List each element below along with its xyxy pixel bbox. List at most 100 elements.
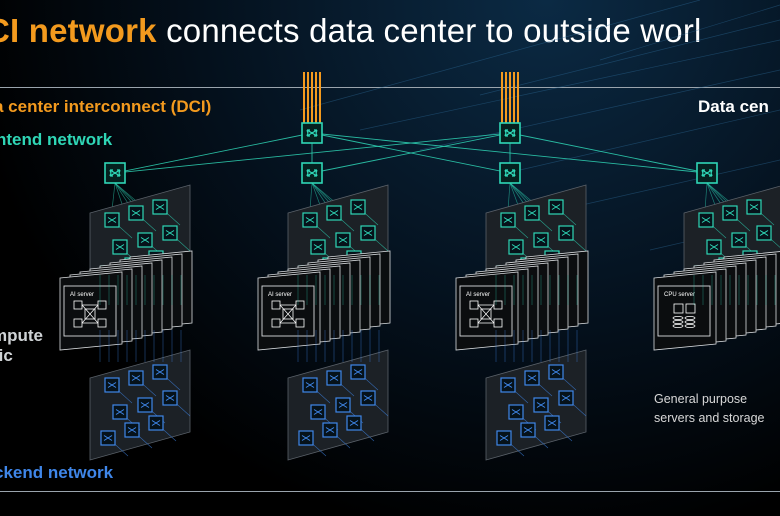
pod: CPU server — [653, 185, 780, 351]
server-type-label: CPU server — [664, 292, 695, 298]
backend-switch-icon — [162, 390, 178, 406]
backend-switch-icon — [137, 397, 153, 413]
title-rest: connects data center to outside worl — [156, 12, 702, 49]
frontend-link — [509, 132, 708, 174]
compute-fabric-label: mpute ric — [0, 326, 43, 366]
background-streak — [479, 19, 780, 96]
frontend-switch-icon — [706, 239, 722, 255]
backend-switch-icon — [152, 364, 168, 380]
frontend-switch-icon — [360, 225, 376, 241]
frontend-switch-icon — [746, 199, 762, 215]
leaf-pod-link — [309, 182, 313, 211]
background-streak — [599, 4, 780, 61]
ai-server-icon: AI server — [63, 285, 117, 337]
pod: AI server — [257, 184, 391, 461]
backend-switch-icon — [558, 390, 574, 406]
background-streak — [559, 159, 780, 211]
top-divider — [0, 87, 780, 88]
leaf-pod-link — [704, 182, 708, 211]
general-purpose-label: General purpose servers and storage — [654, 390, 764, 428]
frontend-switch-icon — [524, 205, 540, 221]
backend-switch-icon — [508, 404, 524, 420]
frontend-switch-icon — [548, 199, 564, 215]
frontend-switch-icon — [558, 225, 574, 241]
frontend-link — [114, 132, 313, 174]
backend-network-label: ckend network — [0, 463, 114, 482]
backend-switch-icon — [360, 390, 376, 406]
frontend-link — [114, 132, 511, 174]
leaf-pod-link — [507, 182, 511, 211]
leaf-switch-icon — [696, 162, 718, 184]
dci-label: a center interconnect (DCI) — [0, 97, 212, 116]
server-type-label: AI server — [70, 292, 94, 298]
frontend-switch-icon — [326, 205, 342, 221]
background-streak — [519, 109, 780, 171]
frontend-switch-icon — [162, 225, 178, 241]
pod: AI server — [455, 184, 589, 461]
frontend-link — [311, 132, 708, 174]
backend-switch-icon — [496, 430, 512, 446]
pod: AI server — [59, 184, 193, 461]
backend-switch-icon — [335, 397, 351, 413]
cpu-server-icon: CPU server — [657, 285, 711, 337]
background-streak — [299, 0, 701, 111]
backend-switch-icon — [500, 377, 516, 393]
slide-title: CI network connects data center to outsi… — [0, 12, 702, 50]
leaf-switch-icon — [301, 162, 323, 184]
frontend-switch-icon — [756, 225, 772, 241]
backend-switch-icon — [350, 364, 366, 380]
server-type-label: AI server — [268, 292, 292, 298]
backend-switch-icon — [548, 364, 564, 380]
leaf-switch-icon — [499, 162, 521, 184]
frontend-switch-icon — [533, 232, 549, 248]
frontend-switch-icon — [350, 199, 366, 215]
background-streak — [359, 39, 780, 131]
backend-switch-icon — [104, 377, 120, 393]
spine-switch-icon — [301, 122, 323, 144]
ai-server-icon: AI server — [459, 285, 513, 337]
frontend-switch-icon — [152, 199, 168, 215]
backend-switch-icon — [326, 370, 342, 386]
frontend-switch-icon — [722, 205, 738, 221]
bottom-divider — [0, 491, 780, 492]
dci-uplink-bundle — [501, 72, 519, 124]
frontend-switch-icon — [731, 232, 747, 248]
frontend-switch-icon — [112, 239, 128, 255]
frontend-switch-icon — [508, 239, 524, 255]
compute-fabric-line1: mpute — [0, 326, 43, 345]
spine-switch-icon — [499, 122, 521, 144]
background-streak — [419, 69, 780, 151]
backend-switch-icon — [302, 377, 318, 393]
backend-switch-icon — [310, 404, 326, 420]
backend-switch-icon — [148, 415, 164, 431]
frontend-switch-icon — [137, 232, 153, 248]
backend-switch-icon — [298, 430, 314, 446]
ai-server-icon: AI server — [261, 285, 315, 337]
data-center-label: Data cen — [698, 97, 769, 116]
backend-switch-icon — [520, 422, 536, 438]
backend-switch-icon — [533, 397, 549, 413]
general-purpose-line2: servers and storage — [654, 411, 765, 425]
frontend-switch-icon — [500, 212, 516, 228]
backend-switch-icon — [112, 404, 128, 420]
backend-switch-icon — [524, 370, 540, 386]
backend-switch-icon — [124, 422, 140, 438]
general-purpose-line1: General purpose — [654, 392, 748, 406]
frontend-switch-icon — [302, 212, 318, 228]
frontend-network-label: ntend network — [0, 130, 113, 149]
backend-switch-icon — [544, 415, 560, 431]
compute-fabric-line2: ric — [0, 346, 13, 365]
leaf-switch-icon — [104, 162, 126, 184]
backend-switch-icon — [322, 422, 338, 438]
frontend-link — [311, 132, 511, 174]
frontend-switch-icon — [104, 212, 120, 228]
title-highlight: CI network — [0, 12, 157, 49]
backend-switch-icon — [128, 370, 144, 386]
backend-switch-icon — [346, 415, 362, 431]
frontend-switch-icon — [128, 205, 144, 221]
server-type-label: AI server — [466, 292, 490, 298]
dci-uplink-bundle — [303, 72, 321, 124]
leaf-pod-link — [111, 182, 116, 211]
